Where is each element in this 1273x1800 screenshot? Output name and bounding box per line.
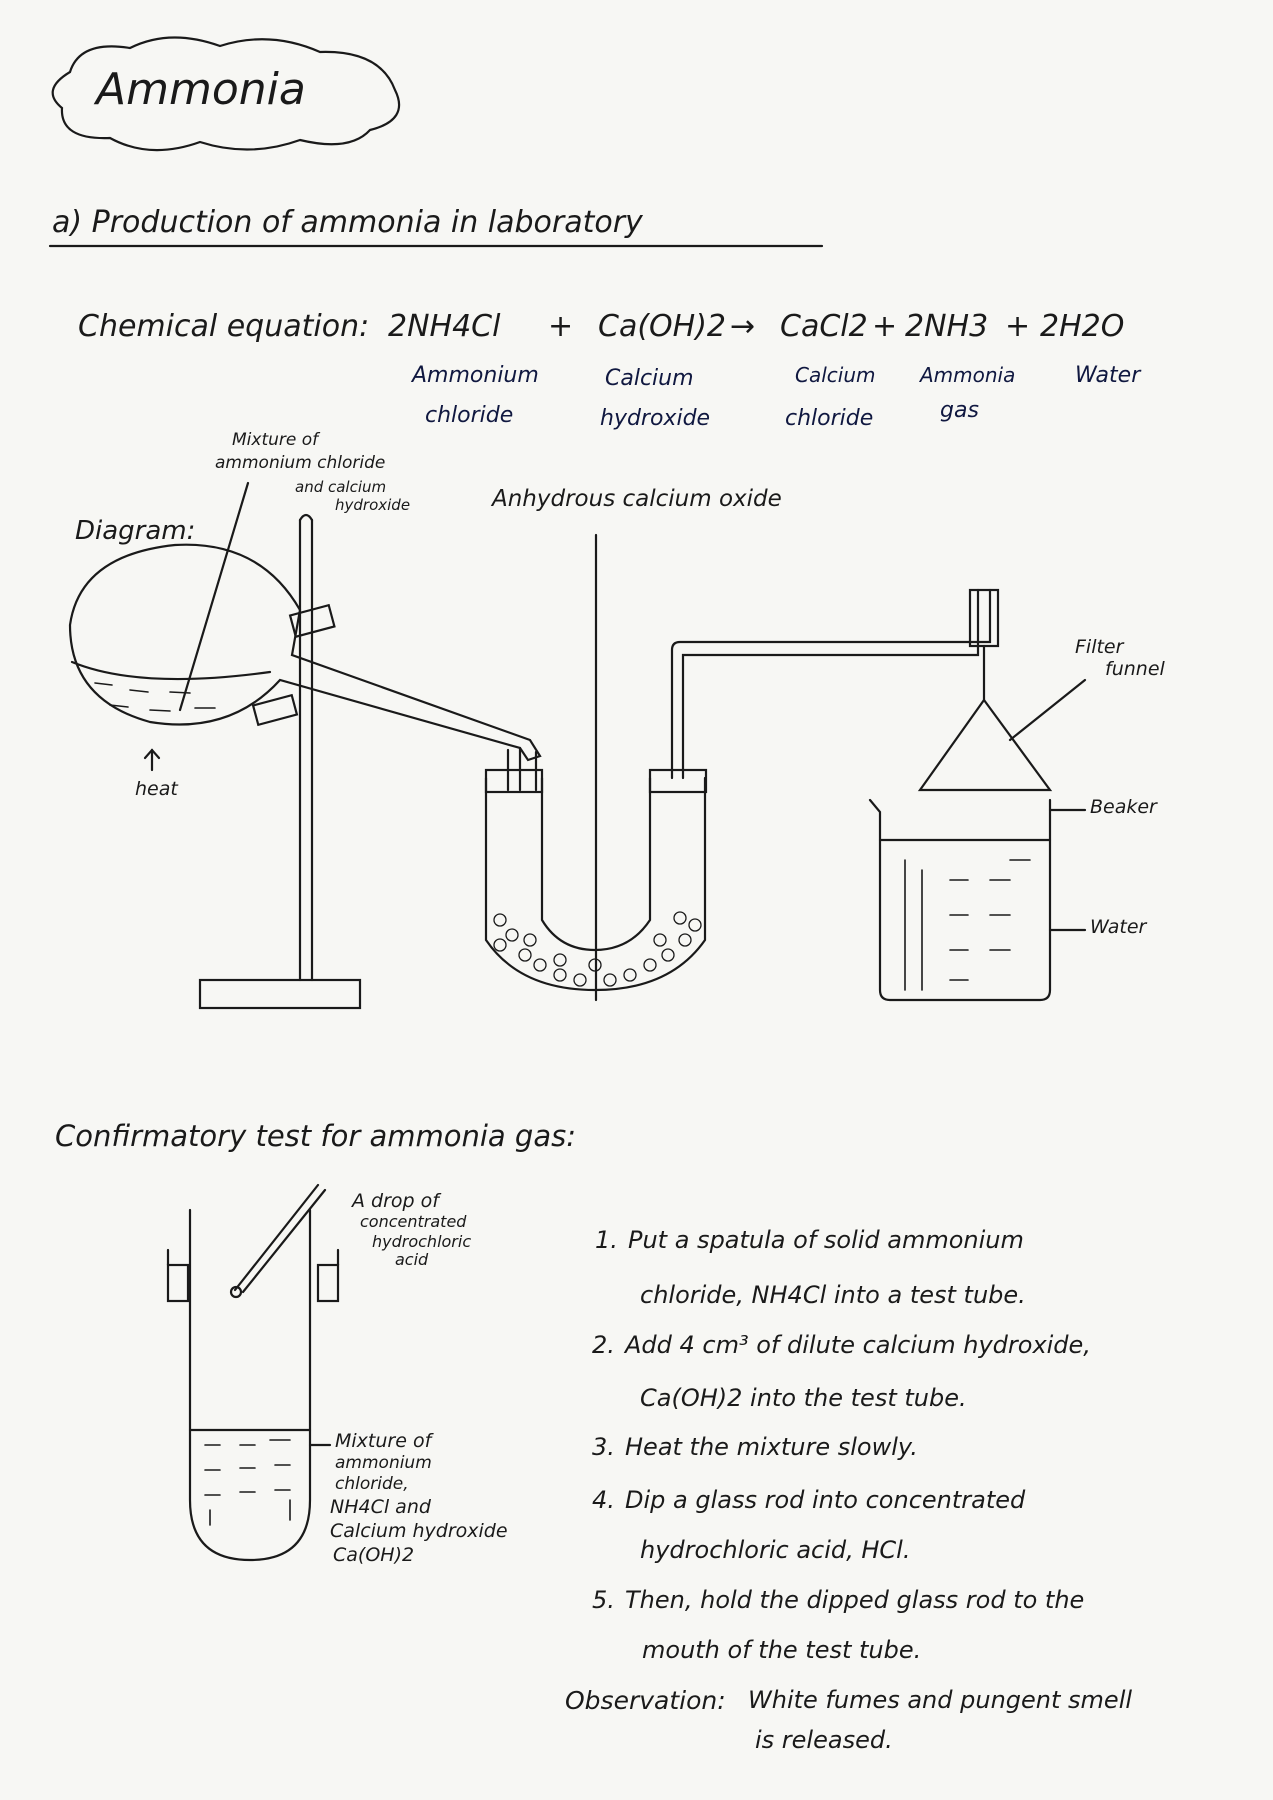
glass-rod [229, 1183, 327, 1299]
step-number: 3. [592, 1433, 615, 1461]
step-text: mouth of the test tube. [642, 1636, 922, 1664]
step-text: Ca(OH)2 into the test tube. [640, 1384, 967, 1412]
observation-text: White fumes and pungent smell [748, 1686, 1133, 1714]
test-mixture-label: chloride, [335, 1474, 409, 1494]
test-tube [166, 1208, 340, 1562]
step-text: Then, hold the dipped glass rod to the [625, 1586, 1085, 1614]
acid-label: acid [395, 1250, 429, 1269]
name-water: Water [1075, 363, 1141, 388]
confirmatory-heading: Confirmatory test for ammonia gas: [55, 1119, 576, 1153]
drying-agent-label: Anhydrous calcium oxide [492, 486, 782, 512]
observation-text: is released. [755, 1726, 893, 1754]
mixture-label: hydroxide [335, 496, 411, 514]
step-text: Heat the mixture slowly. [625, 1433, 918, 1461]
heat-label: heat [135, 778, 178, 800]
step-number: 1. [595, 1226, 618, 1254]
plus-sign: + [872, 309, 898, 344]
page-title: Ammonia [96, 64, 306, 115]
filter-funnel [917, 678, 1087, 792]
round-bottom-flask [68, 543, 542, 792]
heat-arrow-icon [143, 748, 161, 772]
step-text: Dip a glass rod into concentrated [625, 1486, 1026, 1514]
mixture-label: ammonium chloride [215, 453, 386, 473]
step-text: Add 4 cm³ of dilute calcium hydroxide, [625, 1331, 1091, 1359]
name-gas: gas [940, 398, 979, 423]
acid-label: concentrated [360, 1212, 467, 1231]
name-chloride: chloride [425, 403, 514, 428]
test-mixture-label: Mixture of [335, 1430, 432, 1452]
product-ammonia: 2NH3 [905, 309, 989, 344]
step-text: Put a spatula of solid ammonium [628, 1226, 1024, 1254]
step-text: hydrochloric acid, HCl. [640, 1536, 911, 1564]
plus-sign: + [1005, 309, 1031, 344]
mixture-label: Mixture of [232, 430, 319, 450]
step-text: chloride, NH4Cl into a test tube. [640, 1281, 1026, 1309]
step-number: 4. [592, 1486, 615, 1514]
mixture-pointer [178, 481, 250, 712]
product-calcium-chloride: CaCl2 [780, 309, 868, 344]
section-heading: a) Production of ammonia in laboratory [52, 205, 643, 240]
name-calcium: Calcium [795, 363, 876, 387]
u-tube [484, 533, 708, 1002]
name-ammonium: Ammonium [412, 363, 539, 388]
equation-label: Chemical equation: [78, 309, 370, 344]
filter-funnel-label: Filter [1075, 636, 1124, 658]
observation-label: Observation: [565, 1686, 726, 1715]
delivery-tube [670, 588, 1000, 780]
reactant-calcium-hydroxide: Ca(OH)2 [598, 309, 726, 344]
step-number: 2. [592, 1331, 615, 1359]
name-ammonia: Ammonia [920, 363, 1016, 387]
title-cloud [51, 36, 401, 152]
retort-stand [198, 513, 362, 1010]
step-number: 5. [592, 1586, 615, 1614]
name-chloride: chloride [785, 406, 874, 431]
water-label: Water [1090, 916, 1147, 938]
beaker-label: Beaker [1090, 796, 1157, 818]
filter-funnel-label: funnel [1105, 658, 1165, 680]
diagram-label: Diagram: [75, 516, 196, 546]
acid-label: hydrochloric [372, 1232, 472, 1251]
acid-label: A drop of [352, 1190, 439, 1212]
name-calcium: Calcium [605, 366, 694, 391]
reactant-ammonium-chloride: 2NH4Cl [388, 309, 501, 344]
test-mixture-label: Calcium hydroxide [330, 1520, 508, 1542]
test-mixture-label: ammonium [335, 1453, 432, 1473]
test-mixture-label: Ca(OH)2 [333, 1544, 415, 1566]
reaction-arrow-icon: → [730, 309, 756, 344]
plus-sign: + [548, 309, 574, 344]
mixture-label: and calcium [295, 478, 387, 496]
name-hydroxide: hydroxide [600, 406, 711, 431]
beaker [868, 798, 1087, 1002]
test-mixture-label: NH4Cl and [330, 1496, 431, 1518]
product-water: 2H2O [1040, 309, 1125, 344]
